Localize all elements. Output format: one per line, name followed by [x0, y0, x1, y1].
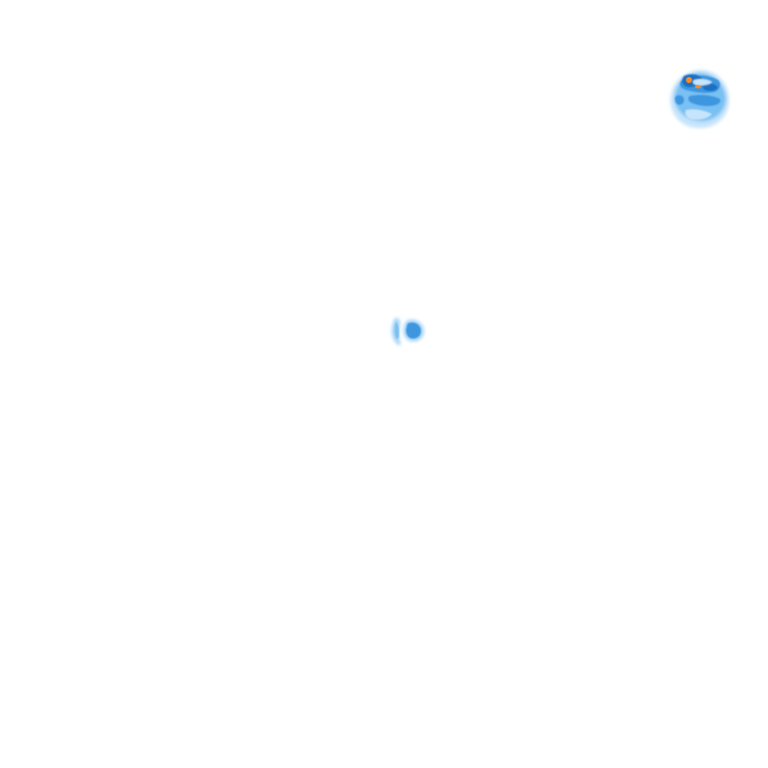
- echo-extreme: [686, 77, 692, 83]
- central-shower-cell: [391, 317, 424, 346]
- echo-light: [685, 109, 712, 120]
- echo-light: [692, 78, 712, 86]
- echo-heavy: [688, 95, 721, 106]
- echo-very-heavy: [702, 83, 718, 92]
- northeast-storm-cell: [670, 70, 730, 129]
- echo-moderate: [394, 322, 399, 339]
- echo-heavy: [406, 322, 421, 339]
- echo-heavy: [674, 95, 684, 105]
- echo-extreme: [695, 85, 701, 89]
